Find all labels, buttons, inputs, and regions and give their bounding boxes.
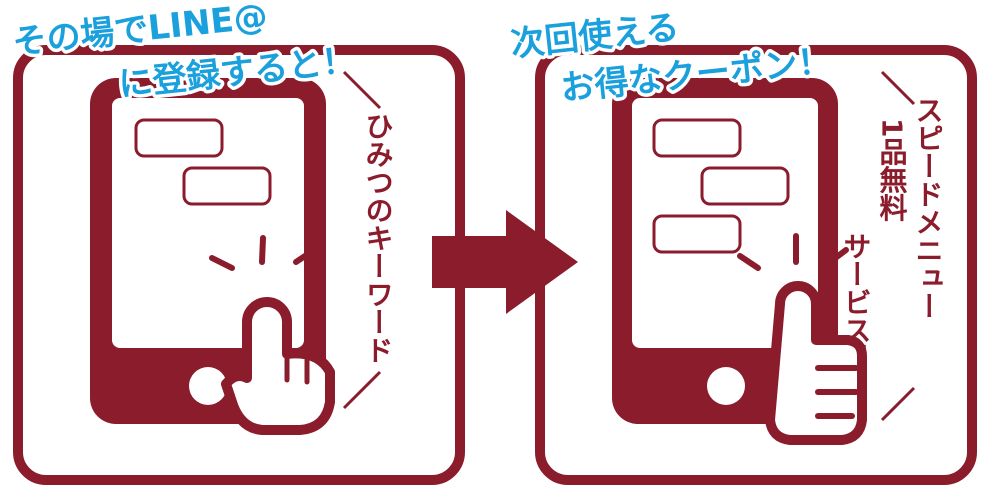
slash-decoration <box>880 70 916 106</box>
right-panel: スピードメニュー 1品無料 サービス！ <box>535 45 977 485</box>
slash-decoration <box>342 370 382 410</box>
right-arrow-icon <box>432 210 578 314</box>
phone-icon <box>90 78 326 424</box>
service-text: サービス！ <box>840 232 873 372</box>
right-caption-line1: 次回使える <box>509 8 681 65</box>
tap-hand-icon <box>209 235 335 435</box>
left-panel: ひみつのキーワード <box>13 45 465 485</box>
chat-bubble <box>652 214 742 254</box>
chat-bubble <box>700 166 790 206</box>
slash-decoration <box>342 70 382 110</box>
slash-decoration <box>880 386 916 422</box>
speed-menu-text: スピードメニュー <box>912 96 945 320</box>
thumbs-up-icon <box>737 233 867 445</box>
chat-bubble <box>182 166 272 206</box>
right-panel-frame <box>535 45 977 485</box>
chat-bubble <box>134 118 224 158</box>
one-item-free-text: 1品無料 <box>876 118 909 221</box>
secret-keyword-text: ひみつのキーワード <box>362 112 395 364</box>
chat-bubble <box>652 118 742 158</box>
